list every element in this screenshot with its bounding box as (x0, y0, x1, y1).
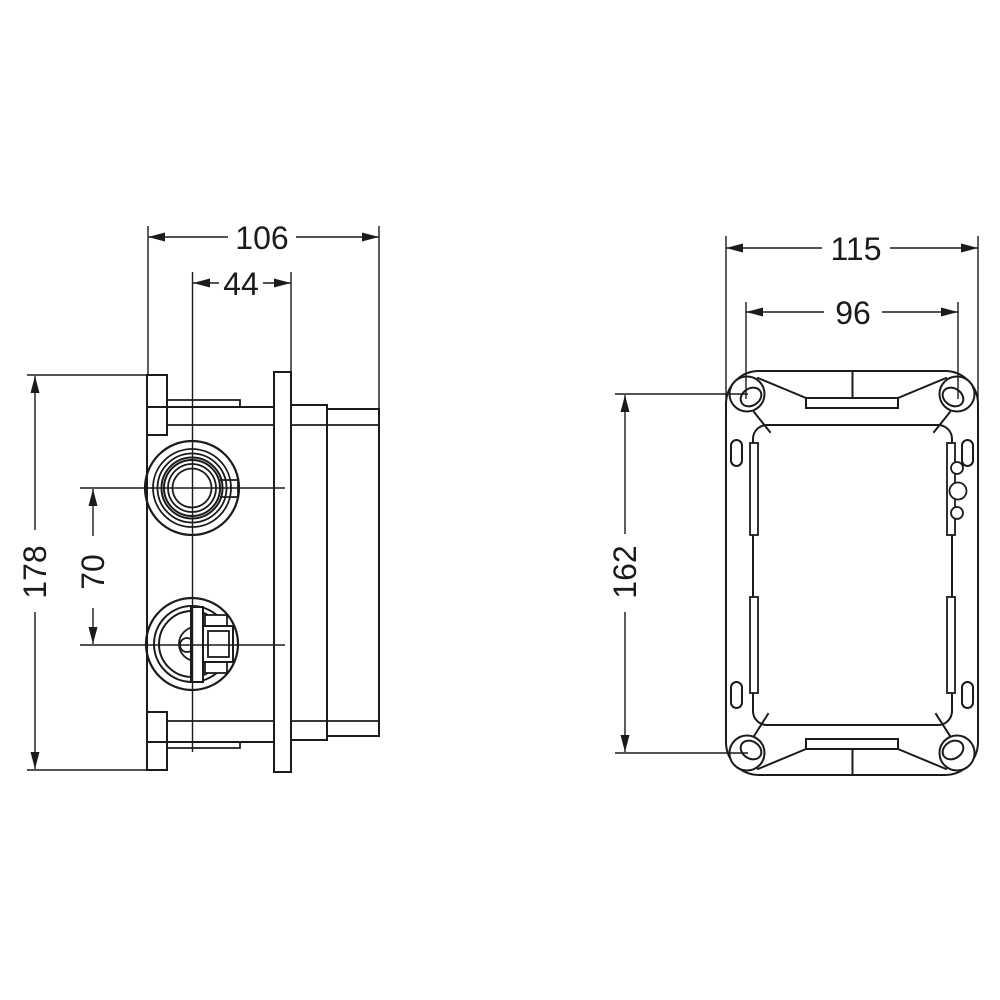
dim-total-height: 178 (17, 374, 147, 771)
dim-total-depth: 106 (147, 220, 380, 409)
arrowhead-right (961, 243, 978, 253)
arrowhead-bottom (30, 752, 40, 769)
screw-hole-bottom-left (739, 739, 763, 761)
extension-line (615, 393, 748, 754)
rail-bottom-right (946, 596, 956, 694)
corner-chamfers (752, 410, 952, 738)
arrowhead-right (362, 232, 379, 242)
clip-bump (948, 481, 968, 501)
dim-total-height-label: 178 (17, 545, 53, 598)
dim-hole-spacing-v: 162 (607, 393, 748, 754)
top-knockout (756, 370, 948, 409)
side-slot-top-left (730, 439, 743, 467)
clip-bump (950, 461, 964, 475)
clip-bump (950, 506, 964, 520)
extension-line (745, 302, 959, 399)
extension-line (725, 236, 979, 410)
side-slot-bottom-left (730, 681, 743, 709)
dim-total-width-label: 115 (830, 231, 881, 267)
arrowhead-right (941, 307, 958, 317)
dim-port-spacing-label: 70 (75, 554, 111, 590)
arrowhead-left (726, 243, 743, 253)
arrowhead-top (620, 395, 630, 412)
rail-bottom-left (749, 596, 759, 694)
top-shoulder-lines (756, 376, 948, 400)
side-top-step (167, 399, 241, 407)
side-top-tab (146, 374, 168, 436)
dim-plate-offset: 44 (193, 266, 292, 372)
arrowhead-top (88, 489, 98, 506)
extension-line (147, 226, 380, 409)
front-inner-frame (752, 424, 953, 726)
arrowhead-left (148, 232, 165, 242)
front-view: 115 96 162 (607, 231, 979, 776)
bottom-knockout (756, 738, 948, 776)
side-back-section (290, 404, 380, 741)
dim-total-depth-label: 106 (235, 220, 288, 256)
top-knockout-slot (805, 397, 899, 409)
dim-total-width: 115 (725, 231, 979, 410)
dim-hole-spacing-h: 96 (745, 295, 959, 399)
arrowhead-left (746, 307, 763, 317)
lower-port-cartridge-inner (207, 630, 230, 658)
arrowhead-left (193, 278, 210, 288)
mounting-ears (728, 375, 976, 772)
side-slot-top-right (961, 439, 974, 467)
dim-plate-offset-label: 44 (223, 266, 259, 302)
bottom-knockout-slot (805, 738, 899, 750)
rail-top-left (749, 442, 759, 536)
extension-line (27, 374, 147, 771)
arrowhead-bottom (620, 735, 630, 752)
dim-hole-spacing-v-label: 162 (607, 545, 643, 598)
arrowhead-top (30, 376, 40, 393)
side-view: 106 44 178 70 (17, 220, 380, 773)
lower-port-wedge-top (204, 614, 228, 627)
clip-spring (948, 461, 968, 520)
side-bottom-step (167, 742, 241, 749)
arrowhead-bottom (88, 627, 98, 644)
side-slot-bottom-right (961, 681, 974, 709)
bottom-shoulder-lines (756, 747, 948, 771)
dim-port-spacing: 70 (75, 489, 111, 644)
front-outer-body (725, 370, 979, 776)
arrowhead-right (274, 278, 291, 288)
lower-port-wedge-bottom (204, 661, 228, 674)
side-plaster-plate (273, 371, 292, 773)
screw-hole-bottom-right (941, 739, 965, 761)
dim-hole-spacing-h-label: 96 (835, 295, 871, 331)
